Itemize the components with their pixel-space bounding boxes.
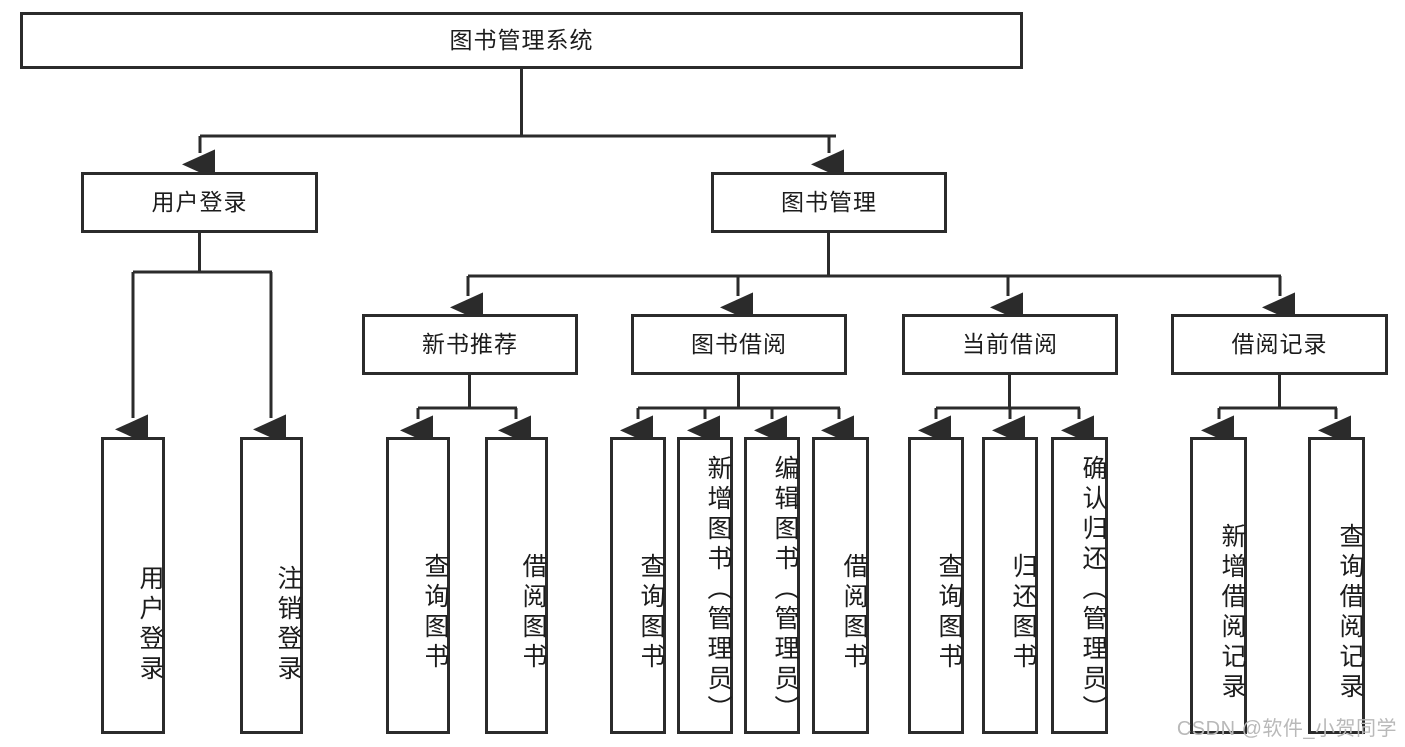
node-label: 图书管理系统: [449, 27, 594, 54]
node-label: 查询借阅记录: [1336, 523, 1364, 703]
node-label: 归还图书: [1009, 553, 1037, 673]
node-label: 查询图书: [421, 553, 449, 673]
node-leaf-query-borrow-record[interactable]: 查询借阅记录: [1308, 437, 1365, 734]
node-new-book-recommend[interactable]: 新书推荐: [362, 314, 578, 375]
node-label: 用户登录: [136, 564, 164, 685]
node-label: 新增图书（管理员）: [704, 454, 732, 725]
node-label: 借阅图书: [840, 553, 868, 673]
node-leaf-logout[interactable]: 注销登录: [240, 437, 303, 734]
node-leaf-add-book-admin[interactable]: 新增图书（管理员）: [677, 437, 733, 734]
node-label: 当前借阅: [962, 331, 1058, 358]
node-label: 新书推荐: [422, 331, 518, 358]
node-label: 查询图书: [935, 553, 963, 673]
node-label: 用户登录: [151, 189, 248, 216]
node-book-management[interactable]: 图书管理: [711, 172, 947, 233]
node-leaf-user-login[interactable]: 用户登录: [101, 437, 165, 734]
node-label: 图书管理: [781, 189, 877, 216]
node-label: 注销登录: [274, 564, 302, 685]
node-label: 查询图书: [637, 553, 665, 673]
node-leaf-return-book[interactable]: 归还图书: [982, 437, 1038, 734]
csdn-watermark: CSDN @软件_小贺同学: [1176, 718, 1397, 740]
node-borrow-record[interactable]: 借阅记录: [1171, 314, 1388, 375]
node-current-borrow[interactable]: 当前借阅: [902, 314, 1118, 375]
node-label: 新增借阅记录: [1218, 523, 1246, 703]
node-label: 确认归还（管理员）: [1079, 454, 1107, 725]
node-leaf-edit-book-admin[interactable]: 编辑图书（管理员）: [744, 437, 800, 734]
node-label: 编辑图书（管理员）: [771, 454, 799, 725]
node-leaf-add-borrow-record[interactable]: 新增借阅记录: [1190, 437, 1247, 734]
node-label: 借阅记录: [1231, 331, 1328, 358]
node-leaf-query-book-borrow[interactable]: 查询图书: [610, 437, 666, 734]
node-label: 图书借阅: [691, 331, 787, 358]
node-leaf-borrow-book[interactable]: 借阅图书: [812, 437, 869, 734]
node-user-login[interactable]: 用户登录: [81, 172, 318, 233]
node-system-root[interactable]: 图书管理系统: [20, 12, 1023, 69]
node-label: 借阅图书: [519, 553, 547, 673]
node-book-borrow[interactable]: 图书借阅: [631, 314, 847, 375]
node-leaf-query-book-current[interactable]: 查询图书: [908, 437, 964, 734]
node-leaf-confirm-return-admin[interactable]: 确认归还（管理员）: [1051, 437, 1108, 734]
node-leaf-borrow-book-newbook[interactable]: 借阅图书: [485, 437, 548, 734]
node-leaf-query-book-newbook[interactable]: 查询图书: [386, 437, 450, 734]
